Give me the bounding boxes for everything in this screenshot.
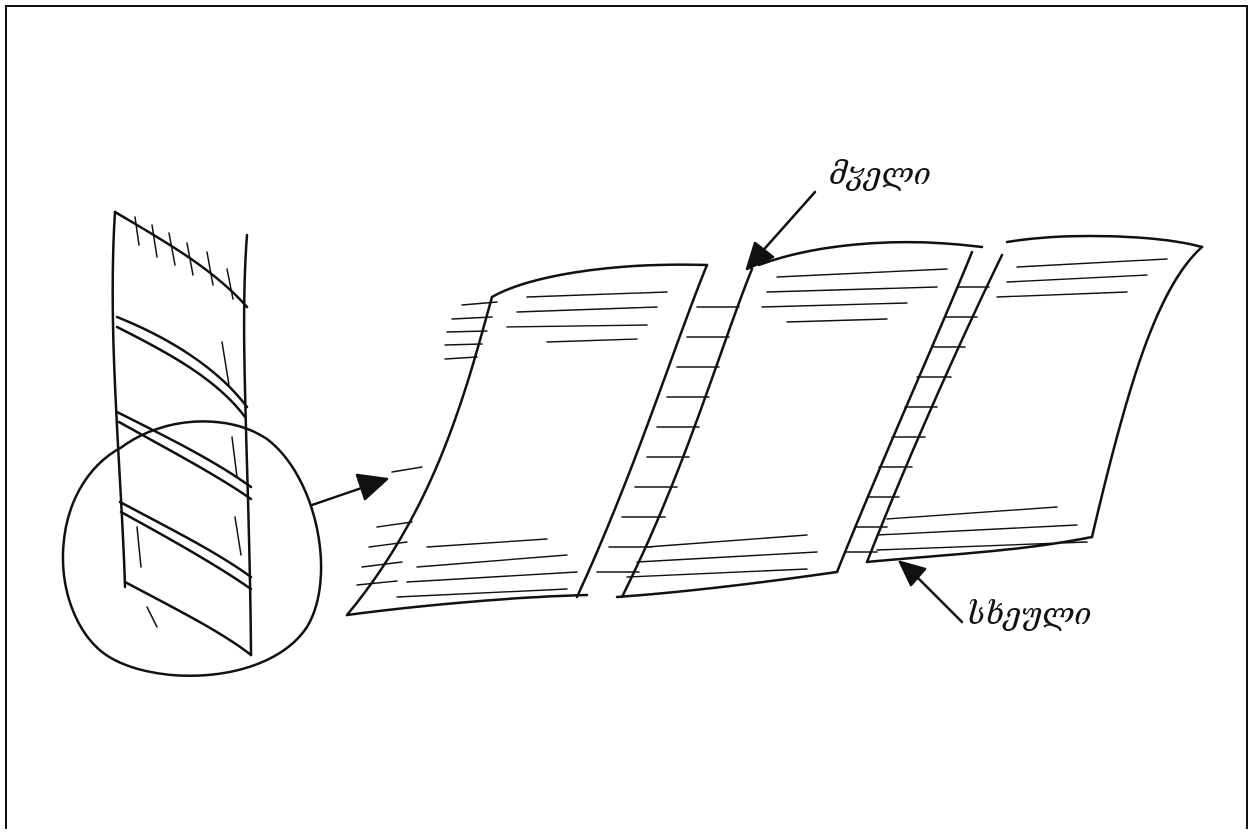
drawing — [7, 7, 1257, 839]
label-bottom: სხეული — [967, 597, 1091, 632]
large-rope-drawing — [347, 236, 1202, 615]
label-top: მჳელი — [829, 157, 931, 192]
zoom-arrow — [312, 475, 387, 505]
magnifier-circle — [63, 421, 321, 675]
label-bottom-arrow — [900, 562, 962, 622]
small-rope-drawing — [113, 212, 251, 655]
figure-frame: მჳელი სხეული — [5, 5, 1248, 829]
